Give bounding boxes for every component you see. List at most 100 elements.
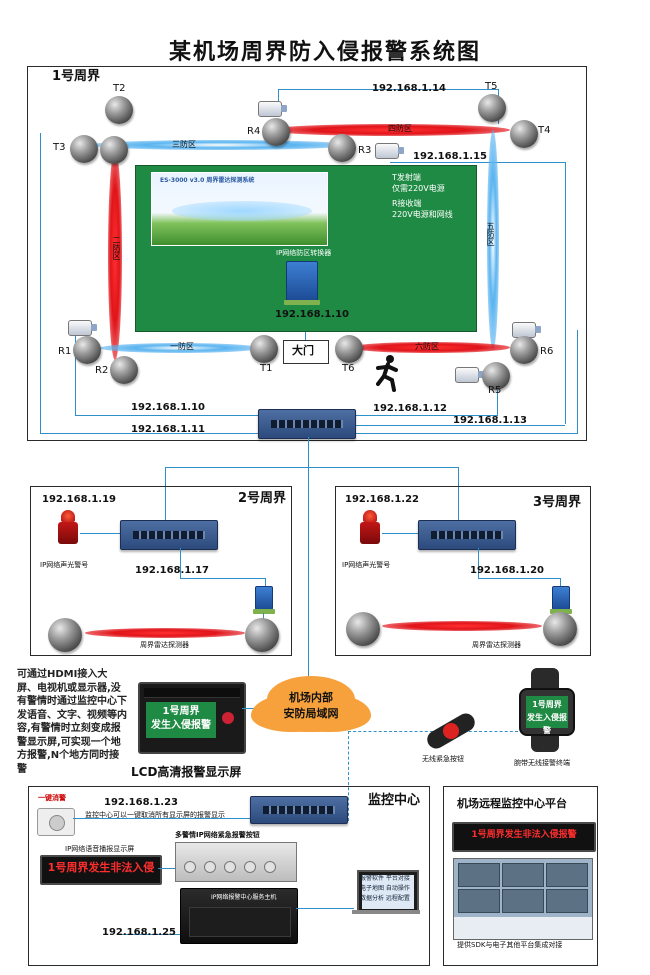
- ip-label: 192.168.1.19: [42, 494, 117, 505]
- link-line: [120, 934, 180, 935]
- ip-label: 192.168.1.20: [470, 565, 545, 576]
- detector-tower: [245, 618, 279, 652]
- camera-icon: [375, 143, 404, 159]
- video-tile: [502, 889, 544, 913]
- tower-label: R3: [358, 145, 372, 156]
- sensor-tower: [510, 120, 538, 148]
- intruder-icon: [376, 355, 398, 392]
- remote-caption: 提供SDK与电子其他平台集成对接: [457, 941, 563, 949]
- perimeter-1-frame: [27, 66, 587, 441]
- page-title: 某机场周界防入侵报警系统图: [168, 40, 481, 65]
- tx-note: T发射端 仅需220V电源: [392, 173, 445, 193]
- link-line: [40, 433, 260, 434]
- ip-label: 192.168.1.23: [104, 797, 179, 808]
- sensor-tower: [73, 336, 101, 364]
- wrist-terminal-icon: 1号周界 发生入侵报警: [515, 668, 575, 752]
- link-line: [352, 425, 565, 426]
- sensor-tower: [262, 118, 290, 146]
- alarm-label: IP网络声光警号: [40, 561, 89, 569]
- laptop-text: 报警软件 平台对接 电子地图 自动操作 数据分析 远程配置: [360, 875, 410, 902]
- tower-label: R2: [95, 365, 109, 376]
- zone-label: 二防区: [112, 236, 121, 260]
- lcd-notes: 可通过HDMI接入大屏、电视机或显示器,没有警情时通过监控中心下发语音、文字、视…: [17, 669, 127, 775]
- detector-label: 周界雷达探测器: [472, 641, 521, 649]
- zone-beam-blue: [100, 343, 260, 353]
- detector-beam: [85, 628, 245, 638]
- link-line: [577, 330, 578, 434]
- perimeter-3-frame: [335, 486, 591, 656]
- link-line: [352, 433, 577, 434]
- detector-tower: [346, 612, 380, 646]
- network-switch-icon: [250, 796, 348, 824]
- watch-screen-text: 1号周界 发生入侵报警: [526, 696, 568, 735]
- sensor-tower: [335, 335, 363, 363]
- monitor-knob: [222, 712, 234, 724]
- laptop-base: [352, 910, 420, 914]
- alarm-siren-icon: [360, 510, 380, 544]
- sensor-tower: [105, 96, 133, 124]
- monitor-top-bar: [144, 688, 240, 698]
- perimeter-1-label: 1号周界: [52, 69, 101, 84]
- remote-led-text: 1号周界发生非法入侵报警: [471, 830, 577, 840]
- led-display-text: 1号周界发生非法入侵: [47, 861, 155, 874]
- panel-button: [244, 861, 256, 873]
- ip-label: 192.168.1.17: [135, 565, 210, 576]
- ip-label: 192.168.1.10: [275, 309, 350, 320]
- link-line: [305, 308, 306, 358]
- link-line: [296, 908, 354, 909]
- video-tile: [502, 863, 544, 887]
- link-line: [352, 415, 497, 416]
- video-tile: [458, 889, 500, 913]
- button-core: [440, 720, 462, 742]
- ip-label: 192.168.1.25: [102, 927, 177, 938]
- link-line: [390, 162, 565, 163]
- lan-cloud-label: 机场内部 安防局域网: [283, 691, 339, 720]
- zone-label: 五防区: [486, 222, 495, 246]
- zone-beam-blue: [90, 140, 350, 150]
- panel-button: [264, 861, 276, 873]
- tower-label: T5: [485, 81, 498, 92]
- panel-button: [204, 861, 216, 873]
- lcd-screen-text: 1号周界 发生入侵报警: [146, 702, 216, 738]
- trunk-line: [165, 467, 458, 468]
- alarm-label: IP网络声光警号: [342, 561, 391, 569]
- detector-tower: [48, 618, 82, 652]
- link-line: [265, 578, 266, 593]
- link-line: [560, 578, 561, 593]
- emergency-cancel-label: 一键消警: [38, 794, 66, 802]
- trunk-line: [458, 467, 459, 520]
- wireless-link: [348, 731, 349, 821]
- ip-label: 192.168.1.22: [345, 494, 420, 505]
- link-line: [180, 578, 265, 579]
- alarm-server-icon: IP网络报警中心服务主机: [180, 888, 298, 944]
- network-switch-icon: [258, 409, 356, 439]
- link-line: [497, 380, 498, 416]
- radar-beam: [172, 201, 312, 221]
- network-switch-icon: [120, 520, 218, 550]
- zone-beam-red: [350, 342, 510, 353]
- link-line: [75, 330, 76, 415]
- wireless-link: [438, 731, 518, 732]
- led-display: 1号周界发生非法入侵: [40, 855, 162, 885]
- sensor-tower: [478, 94, 506, 122]
- sensor-tower: [100, 136, 128, 164]
- sensor-tower: [510, 336, 538, 364]
- link-line: [278, 89, 279, 106]
- tower-label: R6: [540, 346, 554, 357]
- link-line: [382, 533, 418, 534]
- perimeter-3-label: 3号周界: [533, 495, 582, 510]
- ip-label: 192.168.1.15: [413, 151, 488, 162]
- zone-beam-red: [108, 150, 122, 360]
- link-line: [73, 818, 251, 819]
- tower-label: T3: [53, 142, 66, 153]
- link-line: [278, 89, 498, 90]
- control-desk: [454, 917, 592, 939]
- watch-label: 腕带无线接警终端: [514, 759, 570, 767]
- ip-label: 192.168.1.12: [373, 403, 448, 414]
- video-tile: [458, 863, 500, 887]
- lcd-monitor-icon: 1号周界 发生入侵报警: [138, 682, 246, 754]
- tower-label: R5: [488, 385, 502, 396]
- link-line: [158, 868, 176, 869]
- wireless-button-label: 无线紧急按钮: [422, 755, 464, 763]
- zone-beam-blue: [487, 130, 499, 350]
